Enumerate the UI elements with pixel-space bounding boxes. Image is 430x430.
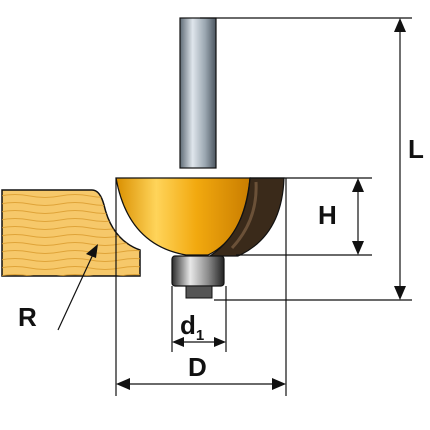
arrowheads [86, 18, 406, 390]
label-d1-main: d [180, 310, 196, 340]
label-d1: d1 [180, 310, 204, 344]
wood-workpiece [1, 189, 141, 277]
label-d1-sub: 1 [196, 327, 204, 344]
carbide-blade [208, 177, 285, 257]
label-L: L [408, 134, 424, 164]
guide-bearing [171, 255, 225, 299]
shank [179, 17, 217, 169]
label-D: D [188, 352, 207, 382]
cutter-body [115, 177, 285, 257]
label-R: R [18, 302, 37, 332]
label-H: H [318, 200, 337, 230]
